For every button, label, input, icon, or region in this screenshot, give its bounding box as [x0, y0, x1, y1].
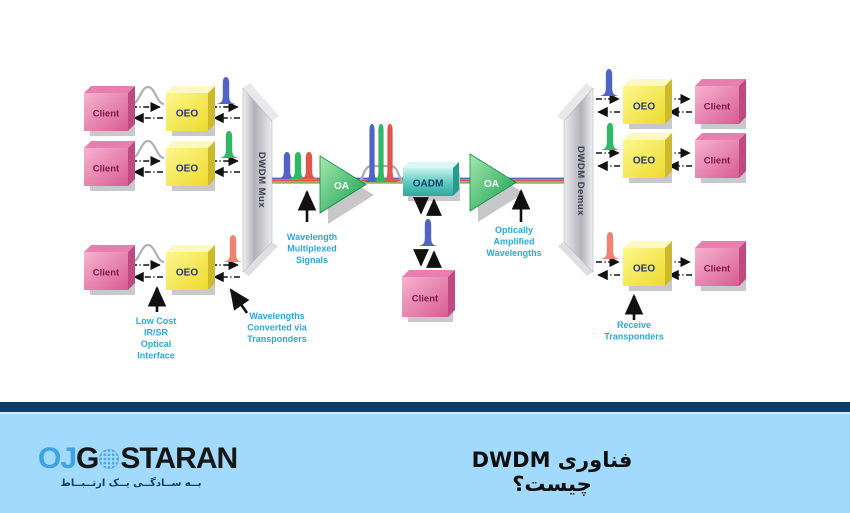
- oa-label: OA: [334, 181, 349, 192]
- mux-label: DWDM Mux: [256, 152, 267, 208]
- logo-g: G: [76, 442, 99, 475]
- oeo-label: OEO: [176, 164, 198, 175]
- client-box: Client: [84, 245, 135, 295]
- annotation-line: Signals: [296, 255, 328, 265]
- annotation-line: Multiplexed: [287, 244, 337, 254]
- annotation-line: Amplified: [493, 237, 534, 247]
- oa-label: OA: [484, 179, 499, 190]
- demux-label: DWDM Demux: [575, 146, 586, 216]
- optical-amplifier-1: OA: [319, 155, 374, 224]
- lambda-green-icon: [288, 152, 308, 179]
- annotation-line: Receive: [617, 320, 651, 330]
- annotation-line: Converted via: [247, 323, 308, 333]
- client-label: Client: [93, 268, 120, 279]
- lambda-blue-icon: [216, 77, 236, 104]
- annotation-line: Wavelength: [287, 232, 337, 242]
- globe-icon: [99, 449, 120, 469]
- oeo-box: OEO: [166, 141, 215, 191]
- lambda-salmon-icon: [223, 235, 243, 262]
- oeo-box: OEO: [166, 245, 215, 295]
- oeo-label: OEO: [633, 156, 655, 167]
- annotation-line: Optical: [141, 339, 172, 349]
- annotation-line: Wavelengths: [249, 311, 304, 321]
- divider-bar: [0, 402, 850, 412]
- oeo-box: OEO: [166, 86, 215, 136]
- client-box: Client: [402, 270, 455, 322]
- oeo-box: OEO: [623, 241, 672, 291]
- lambda-blue-icon: [599, 69, 619, 96]
- client-box: Client: [84, 86, 135, 136]
- client-label: Client: [412, 294, 439, 305]
- optical-pulse-icon: [130, 243, 166, 264]
- optical-amplifier-2: OA: [469, 153, 524, 222]
- client-label: Client: [704, 264, 731, 275]
- client-box: Client: [695, 241, 746, 291]
- client-label: Client: [704, 102, 731, 113]
- annotation-line: Transponders: [604, 332, 664, 342]
- lambda-green-icon: [600, 123, 620, 150]
- client-label: Client: [93, 164, 120, 175]
- oeo-box: OEO: [623, 79, 672, 129]
- lambda-red-icon: [299, 152, 319, 179]
- lambda-blue-icon: [277, 152, 297, 179]
- logo-oj: OJ: [38, 442, 77, 475]
- annotation-line: Low Cost: [136, 316, 177, 326]
- client-oeo-links-left: [131, 101, 240, 283]
- logo-tagline: بــه ســادگــی یــک ارتــبــاط: [60, 478, 202, 489]
- client-box: Client: [695, 79, 746, 129]
- optical-pulse-icon: [130, 139, 166, 160]
- annotations: Wavelength Multiplexed Signals Optically…: [136, 225, 664, 361]
- client-box: Client: [695, 133, 746, 183]
- lambda-salmon-icon: [600, 232, 620, 259]
- oadm-node: OADM: [403, 162, 460, 201]
- logo-staran: STARAN: [120, 442, 238, 475]
- annotation-line: Transponders: [247, 334, 307, 344]
- annotation-line: IR/SR: [144, 328, 169, 338]
- lambda-tall-red-icon: [382, 124, 398, 182]
- oeo-label: OEO: [176, 268, 198, 279]
- annotation-line: Optically: [495, 225, 533, 235]
- dwdm-demux: DWDM Demux: [557, 83, 594, 276]
- oeo-label: OEO: [633, 264, 655, 275]
- oeo-label: OEO: [633, 102, 655, 113]
- poster-title: فناوری DWDM چیست؟: [471, 448, 633, 496]
- client-label: Client: [704, 156, 731, 167]
- dwdm-mux: DWDM Mux: [242, 83, 279, 276]
- oadm-label: OADM: [413, 179, 444, 190]
- dwdm-network-diagram: DWDM Mux DWDM Demux OA OA OADM: [84, 69, 746, 361]
- annotation-line: Interface: [137, 351, 175, 361]
- lambda-green-icon: [219, 131, 239, 158]
- callout-arrows: [147, 188, 644, 320]
- lambda-blue-icon: [418, 219, 438, 246]
- oadm-adddrop-arrows: [413, 197, 442, 268]
- oeo-label: OEO: [176, 109, 198, 120]
- client-label: Client: [93, 109, 120, 120]
- lambda-tall-green-icon: [373, 124, 389, 182]
- optical-pulse-icon: [130, 85, 166, 106]
- annotation-line: Wavelengths: [486, 248, 541, 258]
- oeo-box: OEO: [623, 133, 672, 183]
- lambda-tall-blue-icon: [364, 124, 380, 182]
- client-box: Client: [84, 141, 135, 191]
